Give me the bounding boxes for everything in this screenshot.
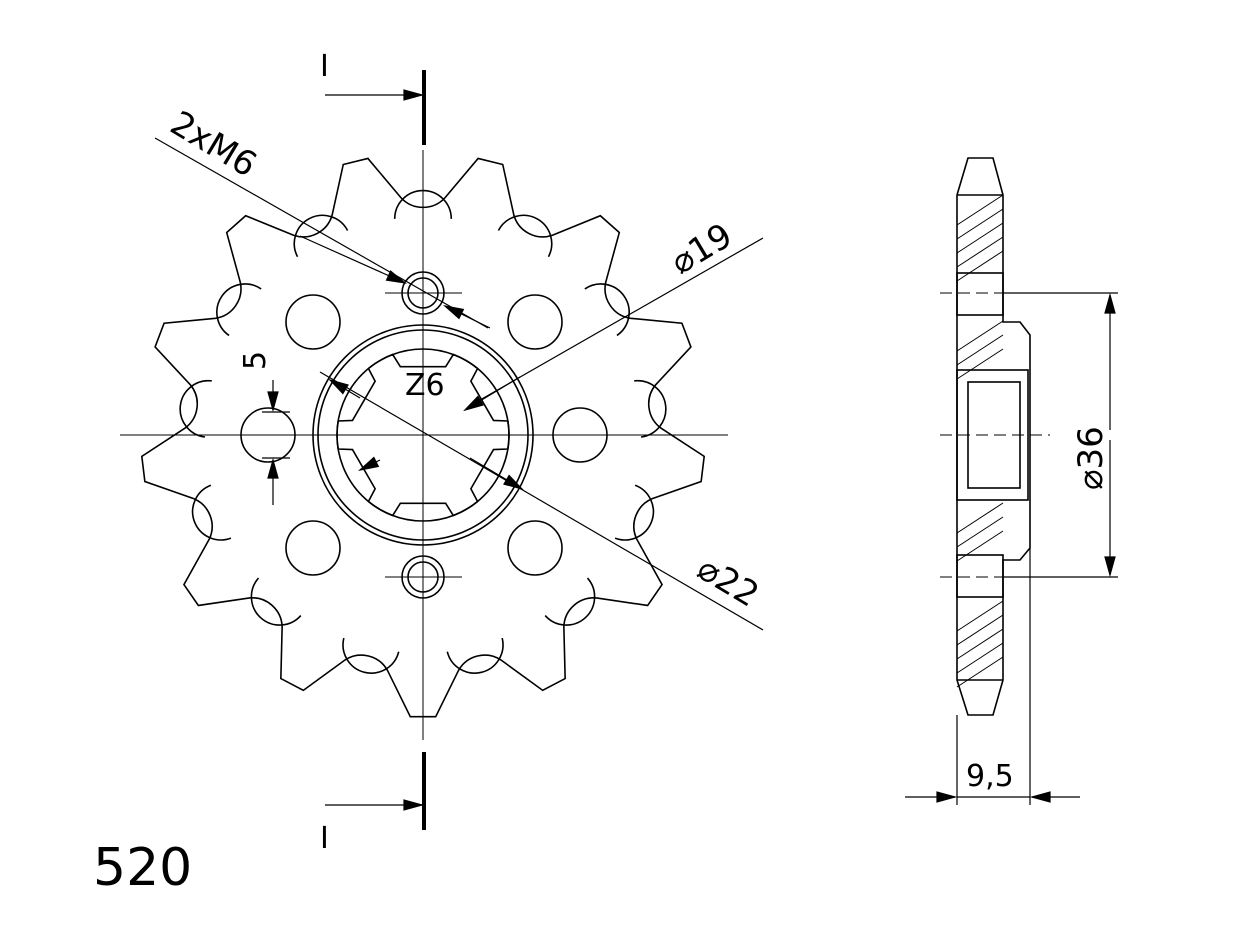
tooth-root-arc (497, 214, 553, 258)
section-hatch (956, 194, 1004, 688)
thickness-arrow-left-head (936, 791, 958, 803)
lightening-hole (285, 294, 341, 350)
thread-leader (154, 137, 489, 329)
thread-label: 2xM6 (163, 103, 263, 185)
lightening-hole (507, 294, 563, 350)
offset-arrow-bottom-head (267, 457, 279, 479)
thread-arrow-head (385, 270, 408, 284)
chain-size-label: 520 (93, 838, 192, 898)
hub-diameter-label: ⌀36 (1071, 426, 1111, 490)
tooth-root-arc (179, 379, 212, 438)
tooth-root-arc (250, 577, 302, 626)
thickness-label: 9,5 (966, 759, 1014, 794)
tooth-root-arc (342, 637, 400, 674)
offset-arrow-top-head (267, 391, 279, 413)
tooth-root-arc (446, 637, 504, 674)
bolt-circle-leader (479, 237, 764, 401)
spline-label: Z6 (405, 368, 445, 403)
thickness-arrow-right-head (1029, 791, 1051, 803)
bore-arrow-2-head (328, 378, 349, 395)
thread-arrow (299, 235, 406, 284)
section-arrow-top-head (403, 89, 425, 101)
dimensions (154, 70, 1118, 830)
tooth-root-arc (544, 577, 596, 626)
hole-offset-label: 5 (238, 351, 273, 370)
tooth-root-arc (614, 484, 655, 541)
tooth-root-arc (584, 283, 630, 337)
bolt-circle-arrow-2-head (357, 456, 380, 472)
side-thread-hole (956, 554, 1004, 598)
spline-outline (336, 353, 510, 517)
bore-label: ⌀22 (690, 548, 765, 615)
tooth-root-arc (191, 484, 232, 541)
bolt-circle-arrow-head (463, 395, 484, 412)
thread-arrow-2-head (442, 305, 465, 320)
bore-arrow-head (503, 474, 524, 491)
sprocket-outline (140, 157, 706, 718)
dia36-arrow-bottom-head (1104, 556, 1116, 578)
side-view (940, 157, 1050, 716)
side-bore (956, 369, 1029, 501)
side-thread-hole (956, 272, 1004, 316)
lightening-hole (285, 520, 341, 576)
tooth-root-arc (634, 379, 667, 438)
bore-leader (319, 371, 764, 631)
section-mark-bottom: I (320, 821, 329, 856)
dia36-arrow-top-head (1104, 292, 1116, 314)
tooth-root-arc (293, 214, 349, 258)
lightening-hole (507, 520, 563, 576)
tooth-root-arc (216, 283, 262, 337)
section-mark-top: I (320, 49, 329, 84)
front-view (120, 150, 728, 740)
section-arrow-bottom-head (403, 799, 425, 811)
